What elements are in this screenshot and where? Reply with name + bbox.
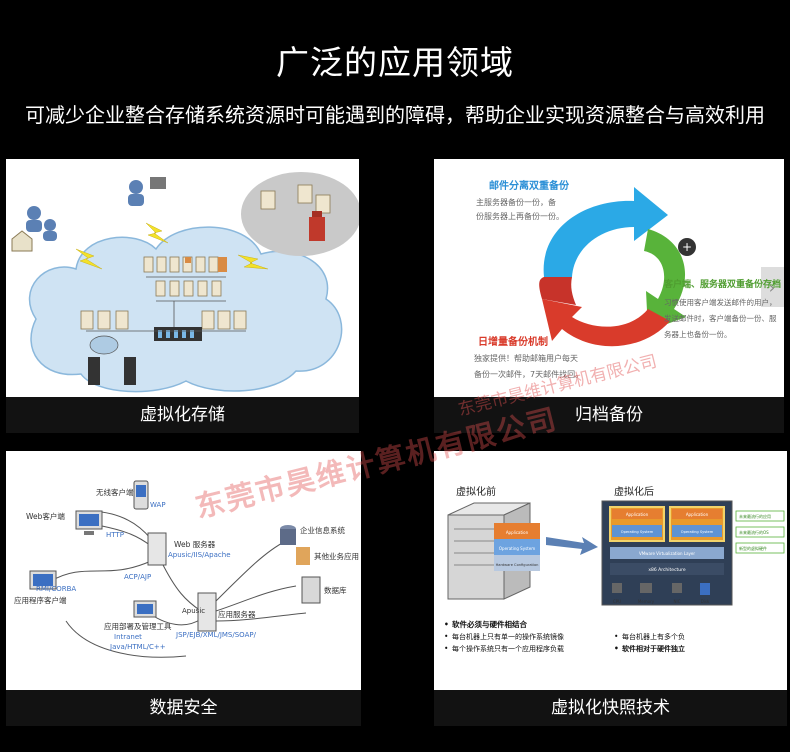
label-enterprise: 企业信息系统 [300, 525, 345, 535]
label-langs: Java/HTML/C++ [109, 643, 166, 651]
card-virtual-snapshot[interactable]: 虚拟化前 虚拟化后 Application Operating System H… [434, 451, 787, 726]
label-after: 虚拟化后 [614, 485, 654, 498]
label-vmware: VMware Virtualization Layer [639, 551, 695, 556]
label-os: Operating System [681, 530, 714, 534]
card-caption: 归档备份 [434, 397, 784, 433]
label-apusic: Apusic [182, 607, 205, 615]
label-application: Application [686, 512, 709, 517]
svg-text:+: + [682, 240, 692, 254]
label-nic: NIC [674, 599, 681, 604]
label-application: Application [626, 512, 649, 517]
app-server-diagram: 无线客户端 WAP Web客户端 HTTP Web 服务器 Apusic/IIS… [6, 451, 361, 690]
text-line: 备份一次邮件，7天邮件找回。 [474, 369, 583, 379]
storage-network-diagram [6, 159, 359, 397]
label-app-server-sub: JSP/EJB/XML/JMS/SOAP/ [175, 631, 257, 639]
label-app-client: 应用程序客户端 [14, 595, 67, 605]
bullet-2: 每台机器上只有单一的操作系统镜像 [452, 632, 564, 641]
bullet-5: 软件相对于硬件独立 [622, 644, 685, 653]
label-cpu: CPU [613, 599, 621, 604]
heading-mail-split: 邮件分离双重备份 [489, 179, 570, 192]
virtualization-diagram: 虚拟化前 虚拟化后 Application Operating System H… [434, 451, 787, 690]
card-archive-backup[interactable]: + › 邮件分离双重备份 主服务器备份一份，备 份服务器上再备份一份。 客户端、… [434, 159, 784, 433]
svg-text:•: • [444, 620, 449, 629]
label-intranet: Intranet [114, 633, 142, 641]
bullet-1: 软件必须与硬件相结合 [452, 619, 527, 629]
svg-text:•: • [614, 632, 618, 641]
label-wap: WAP [150, 501, 166, 509]
chevron-right-icon [761, 267, 784, 307]
backup-cycle-diagram: + › 邮件分离双重备份 主服务器备份一份，备 份服务器上再备份一份。 客户端、… [434, 159, 784, 397]
label-deploy-tool: 应用部署及管理工具 [104, 621, 172, 631]
label-wireless: 无线客户端 [96, 487, 134, 497]
plus-icon [678, 238, 696, 256]
label-app-server: 应用服务器 [218, 609, 256, 619]
label-disk: Disk [701, 599, 710, 604]
card-caption: 虚拟化存储 [6, 397, 359, 433]
text-line: 务器上也备份一份。 [664, 329, 732, 339]
card-caption: 虚拟化快照技术 [434, 690, 787, 726]
label-os: Operating System [621, 530, 654, 534]
label-acp: ACP/AJP [124, 573, 151, 581]
label-side-2: 未来最流行的OS [739, 529, 769, 535]
card-data-security[interactable]: 无线客户端 WAP Web客户端 HTTP Web 服务器 Apusic/IIS… [6, 451, 361, 726]
label-hardware: Hardware Configuration [496, 563, 539, 567]
text-line: 主服务器备份一份，备 [476, 197, 556, 207]
text-line: 份服务器上再备份一份。 [476, 211, 564, 221]
text-line: 独家提供！帮助邮箱用户每天 [474, 353, 578, 363]
text-line: 习惯使用客户端发送邮件的用户， [664, 297, 777, 307]
label-web-server: Web 服务器 [174, 539, 216, 549]
label-database: 数据库 [324, 585, 347, 595]
svg-text:•: • [444, 632, 448, 641]
label-http: HTTP [106, 531, 124, 539]
bullet-4: 每台机器上有多个负 [622, 632, 685, 641]
label-web-client: Web客户端 [26, 511, 65, 521]
card-virtual-storage[interactable]: 虚拟化存储 [6, 159, 359, 433]
label-memory: Memory [638, 599, 655, 604]
heading-client-server: 客户端、服务器双重备份存档 [663, 278, 781, 290]
bullet-3: 每个操作系统只有一个应用程序负载 [452, 644, 564, 653]
svg-text:›: › [769, 278, 775, 297]
label-before: 虚拟化前 [456, 485, 496, 498]
label-other-apps: 其他业务应用 [314, 551, 359, 561]
svg-text:•: • [444, 644, 448, 653]
page-subtitle: 可减少企业整合存储系统资源时可能遇到的障碍，帮助企业实现资源整合与高效利用 [25, 103, 765, 127]
page-title: 广泛的应用领域 [276, 43, 514, 82]
label-rmi: RMI/CORBA [36, 585, 76, 593]
text-line: 发送邮件时，客户端备份一份、服 [664, 313, 777, 323]
label-os: Operating System [499, 546, 535, 551]
label-side-3: 新型的虚拟硬件 [739, 545, 767, 551]
svg-text:•: • [614, 644, 619, 653]
label-application: Application [506, 530, 529, 535]
label-web-server-sub: Apusic/IIS/Apache [168, 551, 231, 559]
label-x86: x86 Architecture [648, 567, 686, 573]
heading-incremental: 日增量备份机制 [478, 335, 548, 348]
label-side-1: 未来最流行的应用 [739, 513, 771, 519]
card-caption: 数据安全 [6, 690, 361, 726]
